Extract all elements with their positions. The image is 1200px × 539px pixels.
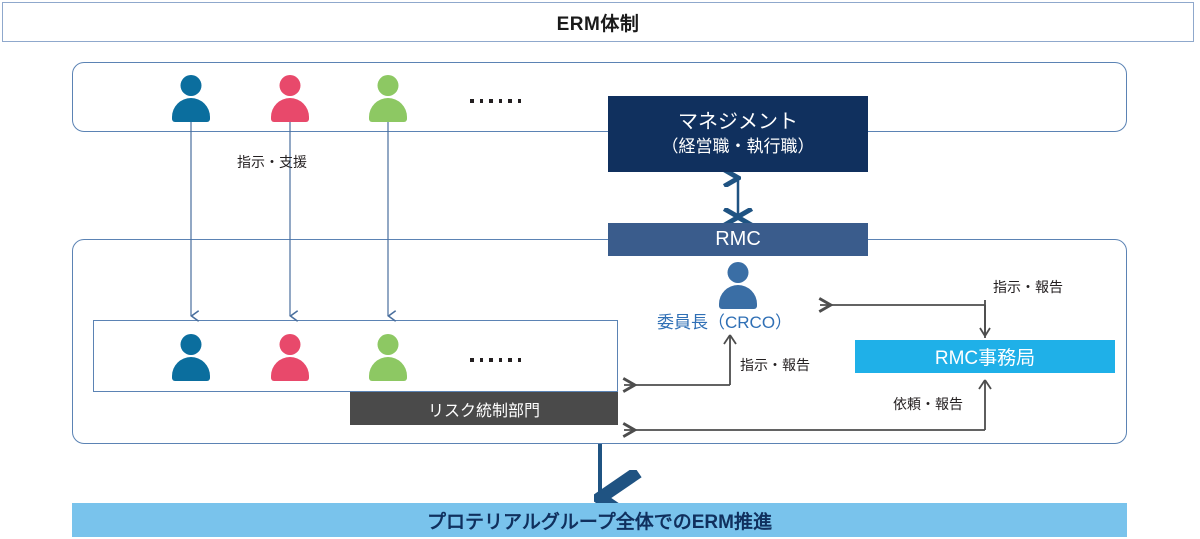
person-head [180,334,202,355]
person-body [271,357,309,381]
ellipsis-top [470,99,521,103]
rmc-office-label: RMC事務局 [934,348,1036,369]
person-head [377,75,399,96]
person-head [377,334,399,355]
person-body [369,98,407,122]
label-chairperson: 委員長（CRCO） [657,313,793,332]
person-body [172,357,210,381]
person-body [719,285,757,309]
management-title: マネジメント [678,111,798,134]
person-body [172,98,210,122]
label-instruct-report-right: 指示・報告 [993,279,1063,295]
person-icon-green-top [366,75,410,122]
person-icon-pink-top [268,75,312,122]
person-head [180,75,202,96]
label-request-report: 依頼・報告 [893,396,963,412]
person-icon-chairperson [716,262,760,309]
management-subtitle: （経営職・執行職） [661,137,815,157]
rmc-label: RMC [715,228,761,250]
page-title: ERM体制 [556,13,640,35]
person-head [279,75,301,96]
bottom-banner-label: プロテリアルグループ全体でのERM推進 [427,511,772,533]
person-body [271,98,309,122]
risk-control-department-box: リスク統制部門 [350,392,618,425]
ellipsis-bottom [470,358,521,362]
management-box: マネジメント （経営職・執行職） [608,96,868,172]
risk-dept-label: リスク統制部門 [427,402,540,420]
rmc-office-box: RMC事務局 [855,340,1115,373]
person-icon-blue-top [169,75,213,122]
bottom-banner: プロテリアルグループ全体でのERM推進 [72,503,1127,537]
person-body [369,357,407,381]
top-group-container [72,62,1127,132]
person-head [279,334,301,355]
person-icon-pink-bottom [268,334,312,381]
person-head [727,262,749,283]
diagram-title-bar: ERM体制 [2,2,1194,42]
person-icon-green-bottom [366,334,410,381]
rmc-box: RMC [608,223,868,256]
person-icon-blue-bottom [169,334,213,381]
label-instruct-report-center: 指示・報告 [740,357,810,373]
label-instruct-support: 指示・支援 [237,154,307,170]
